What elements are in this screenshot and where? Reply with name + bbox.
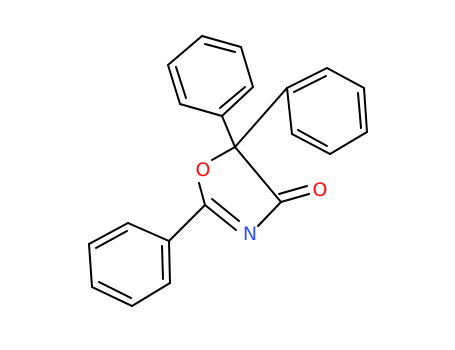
- phenyl-ring-top: [167, 35, 254, 117]
- bond: [95, 230, 128, 249]
- bond: [179, 103, 223, 117]
- bond: [280, 193, 310, 203]
- oxazolone-ring: [168, 87, 310, 242]
- bond: [204, 204, 237, 231]
- bond: [221, 115, 236, 148]
- bond: [211, 198, 240, 222]
- bond: [88, 222, 129, 245]
- bond: [329, 131, 368, 155]
- bond: [175, 66, 187, 99]
- bond: [167, 64, 181, 105]
- phenyl-ring-right: [286, 67, 368, 155]
- bond: [201, 35, 242, 48]
- bond: [363, 87, 368, 133]
- bond: [278, 185, 308, 195]
- bond: [91, 286, 133, 307]
- bond: [297, 129, 328, 147]
- bond: [293, 75, 327, 93]
- bond: [168, 204, 206, 242]
- bond: [286, 87, 293, 135]
- bond: [204, 43, 236, 53]
- atom-label-carbonyl-oxygen: O: [313, 179, 328, 201]
- bond: [167, 35, 203, 66]
- atom-label-ring-oxygen: O: [196, 159, 211, 181]
- bond: [127, 222, 170, 242]
- bond: [168, 240, 171, 284]
- bond: [198, 182, 206, 206]
- bond: [98, 281, 132, 299]
- bond: [221, 86, 254, 117]
- bond: [291, 133, 331, 155]
- bond: [211, 146, 236, 161]
- bond: [240, 46, 254, 88]
- phenyl-ring-left: [88, 222, 171, 307]
- bond: [326, 67, 365, 89]
- bond: [286, 67, 328, 89]
- bond: [234, 87, 288, 148]
- bond: [88, 243, 93, 288]
- bond: [357, 92, 362, 129]
- bond: [161, 245, 164, 280]
- bond: [234, 146, 282, 203]
- bond: [257, 201, 282, 227]
- bond: [131, 282, 171, 307]
- atom-label-nitrogen: N: [243, 223, 257, 245]
- bond: [219, 86, 246, 109]
